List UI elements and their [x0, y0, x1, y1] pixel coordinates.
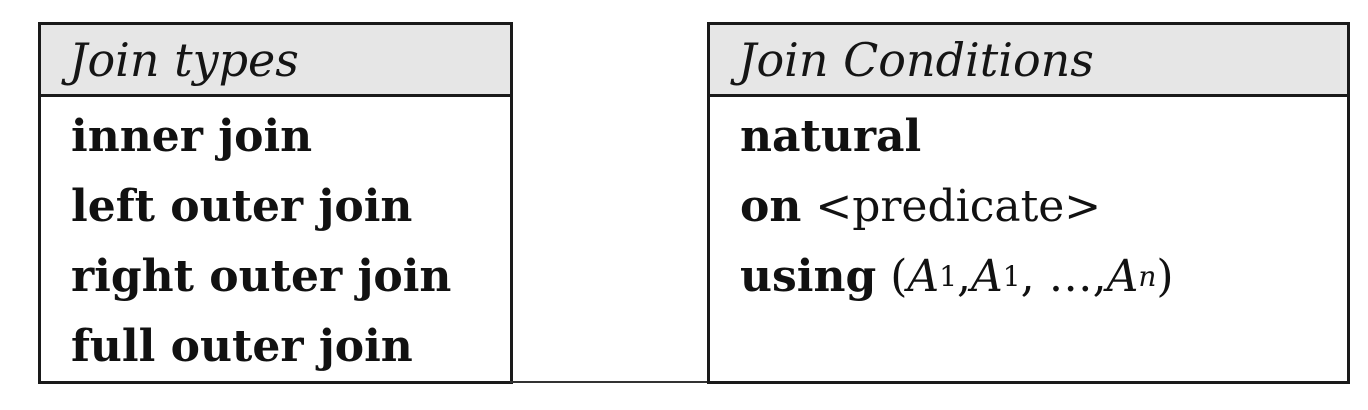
attribute-a2: A [971, 250, 1003, 302]
join-type-left-outer: left outer join [71, 180, 413, 232]
on-keyword: on [740, 180, 802, 232]
join-conditions-table: Join Conditions natural on <predicate> u… [707, 22, 1350, 384]
condition-on: on <predicate> [740, 171, 1347, 241]
attribute-a2-subscript: 1 [1002, 259, 1021, 293]
attribute-an: A [1106, 250, 1139, 302]
using-close-paren: ) [1156, 250, 1174, 302]
join-types-header: Join types [41, 25, 510, 97]
join-type-right-outer: right outer join [71, 250, 452, 302]
join-types-list: inner join left outer join right outer j… [41, 97, 510, 381]
attribute-an-subscript: n [1138, 259, 1157, 293]
using-keyword: using [740, 250, 877, 302]
attribute-a1: A [907, 250, 940, 302]
connector-line [510, 381, 710, 383]
natural-keyword: natural [740, 110, 922, 162]
condition-natural: natural [740, 101, 1347, 171]
join-types-table: Join types inner join left outer join ri… [38, 22, 513, 384]
join-conditions-header: Join Conditions [710, 25, 1347, 97]
using-separator-1: , [957, 250, 972, 302]
join-type-full-outer: full outer join [71, 320, 413, 372]
using-open-paren: ( [890, 250, 908, 302]
using-separator-2: , …, [1020, 250, 1107, 302]
join-type-inner: inner join [71, 110, 313, 162]
attribute-a1-subscript: 1 [939, 259, 958, 293]
predicate-placeholder: <predicate> [815, 180, 1102, 232]
